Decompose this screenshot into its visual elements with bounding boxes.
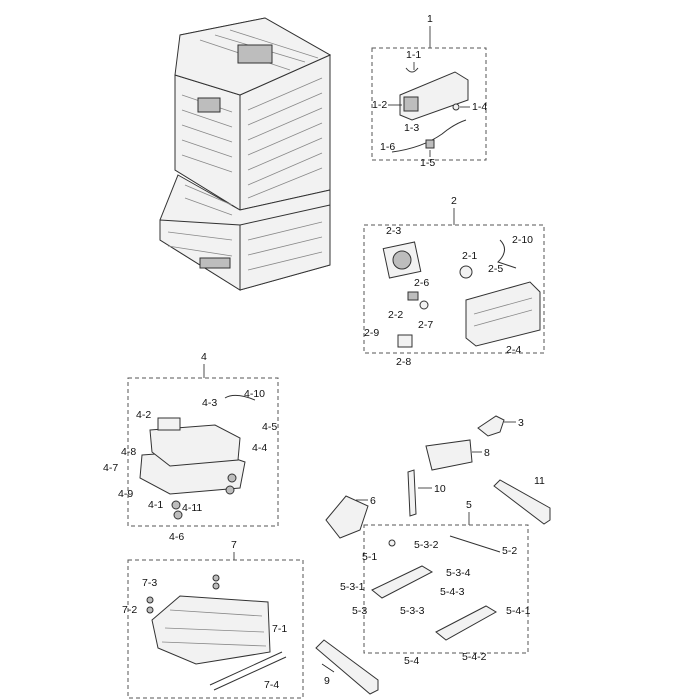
refrigerator-cabinet [159,17,332,291]
label-5-2: 5-2 [502,545,517,557]
label-1-4: 1-4 [472,101,487,113]
rod-part-10 [407,469,417,517]
assembly-4: 4 4-10 4-3 4-2 4-5 4-4 4-8 4-7 4-9 4-1 4… [103,351,279,543]
label-1-2: 1-2 [372,99,387,111]
label-4-9: 4-9 [118,488,133,500]
label-5-4: 5-4 [404,655,419,667]
label-9: 9 [324,675,330,687]
assembly-2: 2 2-3 2-1 2-10 2-5 2-6 2-2 2-7 2-9 2-8 2… [363,195,545,368]
group-box-7 [127,559,304,699]
group-label-2: 2 [451,195,457,207]
label-4-2: 4-2 [136,409,151,421]
label-4-7: 4-7 [103,462,118,474]
label-1-3: 1-3 [404,122,419,134]
filter-part-6 [325,495,369,539]
rail-part-5-4 [435,605,497,641]
group-box-4 [127,377,279,527]
label-7-1: 7-1 [272,623,287,635]
label-5-3-2: 5-3-2 [414,539,439,551]
rail-part-7-4 [209,651,283,686]
label-2-6: 2-6 [414,277,429,289]
group-label-5: 5 [466,499,472,511]
label-10: 10 [434,483,446,495]
label-5-3: 5-3 [352,605,367,617]
fan-cover-part [465,281,541,347]
label-4-4: 4-4 [252,442,267,454]
label-2-2: 2-2 [388,309,403,321]
label-1-6: 1-6 [380,141,395,153]
label-2-3: 2-3 [386,225,401,237]
standalone-parts: 3 8 10 11 6 9 [315,415,551,695]
label-5-3-4: 5-3-4 [446,567,471,579]
label-8: 8 [484,447,490,459]
label-7-4: 7-4 [264,679,279,691]
rail-part-9 [315,639,379,695]
label-5-3-3: 5-3-3 [400,605,425,617]
label-4-11: 4-11 [182,502,202,514]
assembly-5: 5 5-1 5-3-2 5-2 5-3-4 5-3-1 5-4-3 5-3 5-… [340,499,531,667]
assembly-1: 1 1-1 1-2 1-3 1-4 1-5 1-6 [371,13,487,169]
rod-part-5-2 [449,535,501,553]
group-box-5 [363,524,529,654]
label-4-10: 4-10 [244,388,265,400]
label-3: 3 [518,417,524,429]
label-2-7: 2-7 [418,319,433,331]
label-2-4: 2-4 [506,344,521,356]
label-4-3: 4-3 [202,397,217,409]
label-2-1: 2-1 [462,250,477,262]
label-4-5: 4-5 [262,421,277,433]
label-5-1: 5-1 [362,551,377,563]
label-2-10: 2-10 [512,234,533,246]
group-label-4: 4 [201,351,207,363]
label-4-1: 4-1 [148,499,163,511]
rail-part-5-3 [371,565,434,599]
duct-assembly-part-8 [425,439,473,471]
group-label-7: 7 [231,539,237,551]
duct-cover-part [399,71,469,121]
label-5-3-1: 5-3-1 [340,581,365,593]
label-4-6: 4-6 [169,531,184,543]
label-7-3: 7-3 [142,577,157,589]
label-2-5: 2-5 [488,263,503,275]
label-7-2: 7-2 [122,604,137,616]
label-1-5: 1-5 [420,157,435,169]
label-5-4-2: 5-4-2 [462,651,487,663]
bracket-part-3 [477,415,505,437]
label-1-1: 1-1 [406,49,421,61]
label-4-8: 4-8 [121,446,136,458]
assembly-7: 7 7-3 7-2 7-1 7-4 [122,539,304,699]
label-5-4-3: 5-4-3 [440,586,465,598]
group-box-1 [371,47,487,161]
label-2-8: 2-8 [396,356,411,368]
group-label-1: 1 [427,13,433,25]
label-2-9: 2-9 [364,327,379,339]
cover-part-11 [493,479,551,525]
label-6: 6 [370,495,376,507]
label-11: 11 [534,475,545,487]
label-5-4-1: 5-4-1 [506,605,531,617]
